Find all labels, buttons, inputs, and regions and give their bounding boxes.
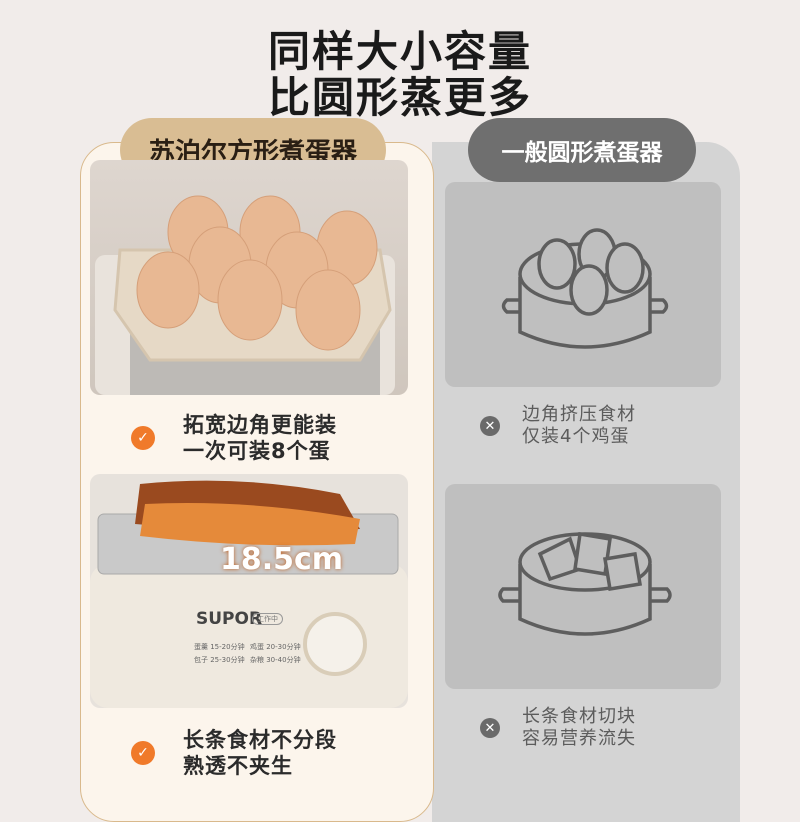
feature-row-capacity: ✓ 拓宽边角更能装一次可装8个蛋 xyxy=(131,412,337,464)
feature-text: 边角挤压食材 xyxy=(522,404,636,425)
round-cooker-label: 一般圆形煮蛋器 xyxy=(468,118,696,182)
feature-text: 拓宽边角更能装 xyxy=(183,413,337,437)
eggs-illustration xyxy=(95,195,395,395)
feature-text: 容易营养流失 xyxy=(522,728,636,749)
x-icon: ✕ xyxy=(480,416,500,436)
feature-text: 长条食材切块 xyxy=(522,706,636,727)
round-pot-eggs-icon xyxy=(501,228,669,349)
eggs-photo xyxy=(90,160,408,395)
brand-logo: SUPOR xyxy=(196,609,263,629)
headline-line-2: 比圆形蒸更多 xyxy=(267,73,532,122)
cooking-times: 蛋羹 15-20分钟鸡蛋 20-30分钟 包子 25-30分钟杂粮 30-40分… xyxy=(194,642,310,665)
time-label: 杂粮 30-40分钟 xyxy=(250,656,301,664)
feature-text: 长条食材不分段 xyxy=(183,728,337,752)
round-chunks-illustration xyxy=(445,484,721,689)
drawback-row-long-food: ✕ 长条食材切块容易营养流失 xyxy=(480,706,636,750)
indicator-label: 工作中 xyxy=(252,613,283,625)
steamer-illustration xyxy=(90,480,408,708)
round-pot-chunks-icon xyxy=(498,531,672,636)
feature-text: 仅装4个鸡蛋 xyxy=(522,426,630,447)
sweet-potato-photo: 18.5cm SUPOR 工作中 蛋羹 15-20分钟鸡蛋 20-30分钟 包子… xyxy=(90,474,408,708)
check-icon: ✓ xyxy=(131,741,155,765)
x-icon: ✕ xyxy=(480,718,500,738)
headline-line-1: 同样大小容量 xyxy=(267,27,532,76)
drawback-row-capacity: ✕ 边角挤压食材仅装4个鸡蛋 xyxy=(480,404,636,448)
feature-text: 一次可装8个蛋 xyxy=(183,439,331,463)
measurement-label: 18.5cm xyxy=(220,542,344,577)
time-label: 包子 25-30分钟 xyxy=(194,656,245,664)
time-label: 蛋羹 15-20分钟 xyxy=(194,643,245,651)
feature-text: 熟透不夹生 xyxy=(183,754,293,778)
time-label: 鸡蛋 20-30分钟 xyxy=(250,643,301,651)
round-eggs-illustration xyxy=(445,182,721,387)
check-icon: ✓ xyxy=(131,426,155,450)
feature-row-long-food: ✓ 长条食材不分段熟透不夹生 xyxy=(131,727,337,779)
